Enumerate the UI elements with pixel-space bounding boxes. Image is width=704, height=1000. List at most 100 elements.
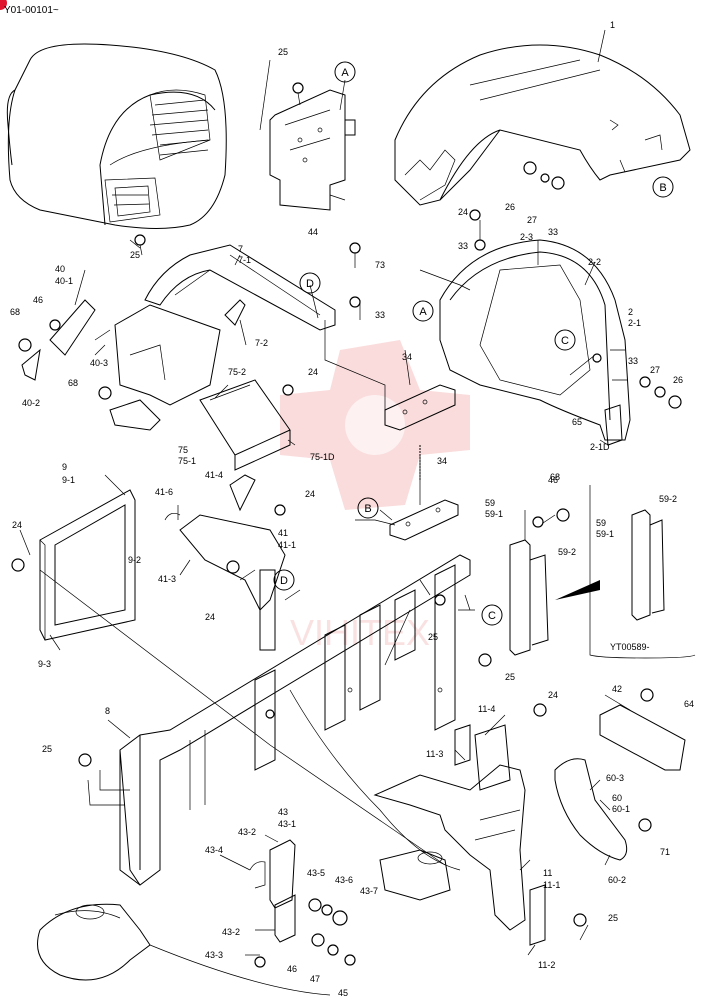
svg-text:59: 59 — [485, 498, 495, 508]
svg-text:40-1: 40-1 — [55, 276, 73, 286]
frame-7 — [144, 244, 336, 331]
svg-text:24: 24 — [12, 520, 22, 530]
callout-a-top: A — [334, 61, 356, 83]
svg-text:43-6: 43-6 — [335, 875, 353, 885]
svg-text:46: 46 — [33, 295, 43, 305]
svg-text:47: 47 — [310, 974, 320, 984]
svg-text:34: 34 — [437, 456, 447, 466]
callout-b-top: B — [652, 176, 674, 198]
operator-seat — [6, 43, 227, 229]
svg-text:68: 68 — [68, 378, 78, 388]
svg-text:11-1: 11-1 — [543, 880, 560, 890]
svg-text:43: 43 — [278, 807, 288, 817]
bracket-42 — [599, 704, 686, 771]
svg-text:2-2: 2-2 — [588, 257, 601, 267]
bracket-34-lower — [389, 499, 459, 541]
svg-text:24: 24 — [308, 367, 318, 377]
svg-text:33: 33 — [628, 356, 638, 366]
control-box — [109, 304, 221, 431]
svg-text:60-1: 60-1 — [612, 804, 630, 814]
callout-d-mid: D — [273, 569, 295, 591]
svg-text:B: B — [364, 503, 371, 515]
svg-text:C: C — [561, 335, 569, 347]
plate-41 — [164, 474, 286, 651]
svg-text:45: 45 — [338, 988, 348, 998]
svg-text:65: 65 — [572, 417, 582, 427]
svg-text:43-2: 43-2 — [238, 827, 256, 837]
callout-c-low: C — [481, 604, 503, 626]
svg-text:59-2: 59-2 — [558, 547, 576, 557]
svg-text:60-3: 60-3 — [606, 773, 624, 783]
svg-text:2: 2 — [628, 307, 633, 317]
inset-code: YT00589- — [610, 642, 650, 652]
svg-text:41: 41 — [278, 528, 288, 538]
engine-hood — [394, 44, 691, 206]
svg-text:9-1: 9-1 — [62, 475, 75, 485]
svg-text:68: 68 — [550, 472, 560, 482]
svg-text:26: 26 — [505, 202, 515, 212]
svg-text:2-1D: 2-1D — [590, 442, 610, 452]
svg-text:44: 44 — [308, 227, 318, 237]
main-frame-8 — [119, 554, 471, 886]
lower-base — [37, 689, 461, 996]
svg-text:A: A — [419, 306, 427, 318]
svg-text:43-5: 43-5 — [307, 868, 325, 878]
svg-text:1: 1 — [610, 20, 615, 30]
svg-text:41-3: 41-3 — [158, 574, 176, 584]
svg-text:33: 33 — [548, 227, 558, 237]
svg-text:40-3: 40-3 — [90, 358, 108, 368]
svg-text:43-7: 43-7 — [360, 886, 378, 896]
svg-text:B: B — [659, 182, 666, 194]
svg-text:75-2: 75-2 — [228, 367, 246, 377]
svg-text:7-2: 7-2 — [255, 338, 268, 348]
svg-text:41-1: 41-1 — [278, 540, 296, 550]
bracket-11 — [373, 724, 546, 946]
svg-text:46: 46 — [287, 964, 297, 974]
svg-text:59-1: 59-1 — [596, 529, 614, 539]
svg-text:D: D — [306, 278, 314, 290]
svg-text:75-1D: 75-1D — [310, 452, 335, 462]
holder-75 — [199, 379, 291, 471]
svg-text:71: 71 — [660, 847, 670, 857]
svg-text:24: 24 — [548, 690, 558, 700]
svg-text:2-3: 2-3 — [520, 232, 533, 242]
bracket-44 — [269, 89, 356, 211]
svg-text:43-1: 43-1 — [278, 819, 296, 829]
svg-text:33: 33 — [375, 310, 385, 320]
svg-text:8: 8 — [105, 706, 110, 716]
svg-text:D: D — [280, 575, 288, 587]
svg-text:73: 73 — [375, 260, 385, 270]
callout-d-top: D — [299, 272, 321, 294]
svg-text:64: 64 — [684, 699, 694, 709]
callout-a-mid: A — [412, 300, 434, 322]
bracket-60 — [554, 758, 628, 861]
watermark-logo — [280, 340, 470, 510]
svg-text:59-2: 59-2 — [659, 494, 677, 504]
svg-text:34: 34 — [402, 352, 412, 362]
inset-detail — [589, 485, 696, 659]
leader-lines — [19, 29, 631, 956]
svg-text:41-4: 41-4 — [205, 470, 223, 480]
bracket-40 — [21, 299, 111, 381]
svg-text:40: 40 — [55, 264, 65, 274]
svg-text:24: 24 — [305, 489, 315, 499]
svg-text:41-6: 41-6 — [155, 487, 173, 497]
fasteners — [11, 82, 682, 968]
svg-text:43-4: 43-4 — [205, 845, 223, 855]
svg-text:75: 75 — [178, 445, 188, 455]
svg-text:26: 26 — [673, 375, 683, 385]
side-panel-2 — [439, 239, 631, 446]
svg-text:60-2: 60-2 — [608, 875, 626, 885]
svg-text:25: 25 — [505, 672, 515, 682]
svg-text:A: A — [341, 67, 349, 79]
bracket-43 — [249, 839, 296, 943]
corner-badge — [0, 0, 7, 10]
part-labels: 1 25 44 26 27 33 24 33 2-3 2-2 2 2-1 33 … — [10, 20, 694, 998]
svg-text:60: 60 — [612, 793, 622, 803]
svg-text:9: 9 — [62, 462, 67, 472]
svg-text:27: 27 — [650, 365, 660, 375]
svg-text:11-4: 11-4 — [478, 704, 495, 714]
svg-text:24: 24 — [205, 612, 215, 622]
svg-text:40-2: 40-2 — [22, 398, 40, 408]
